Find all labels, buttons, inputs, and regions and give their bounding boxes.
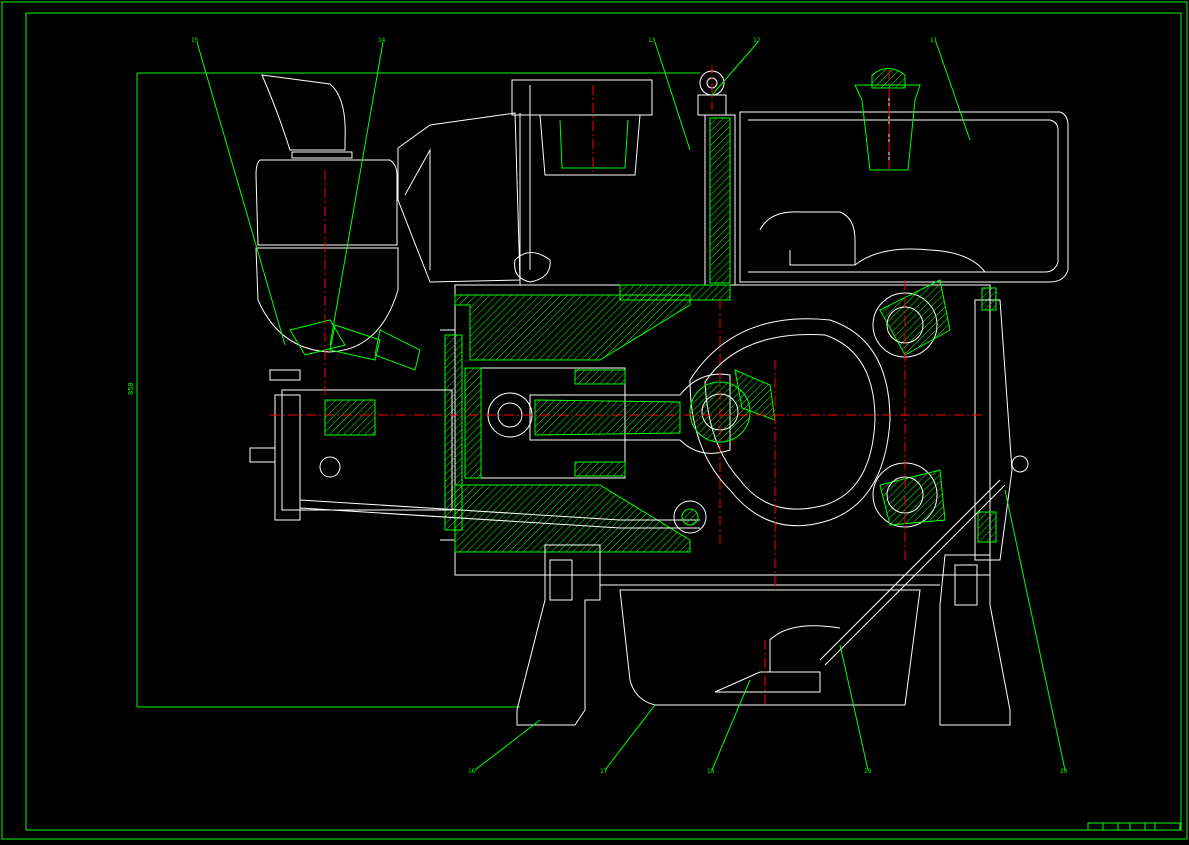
balloon-20: 20 [1060,768,1068,775]
foot-right [939,554,1011,726]
balance-shaft-lower [872,462,946,528]
balloon-12: 12 [753,37,761,44]
leader-lines [196,41,1066,771]
connecting-rod [529,373,731,454]
piston [464,367,626,479]
dimension-label: 850 [127,382,135,395]
balloon-17: 17 [600,768,608,775]
title-block [1087,822,1181,831]
height-dimension [136,72,700,708]
foot-left [516,544,601,726]
cylinder-head [397,112,521,285]
balloon-14: 14 [378,37,386,44]
balloon-13: 13 [648,37,656,44]
fuel-pump [249,319,453,521]
oil-sump [600,584,940,706]
cylinder-walls [444,284,731,553]
balloon-11: 11 [930,37,938,44]
top-housing [511,79,653,283]
gear-cover [819,287,1029,666]
water-tank [739,111,1069,283]
air-filter [255,74,399,353]
centerlines [270,65,985,705]
balance-shaft-upper [872,279,951,358]
filler-cap [854,68,921,171]
balloon-18: 18 [707,768,715,775]
balloon-19: 19 [864,768,872,775]
push-rod-tube [704,114,736,286]
fuel-line [299,499,707,534]
balloon-15: 15 [191,37,199,44]
inner-frame [25,12,1182,831]
balloon-16: 16 [468,768,476,775]
